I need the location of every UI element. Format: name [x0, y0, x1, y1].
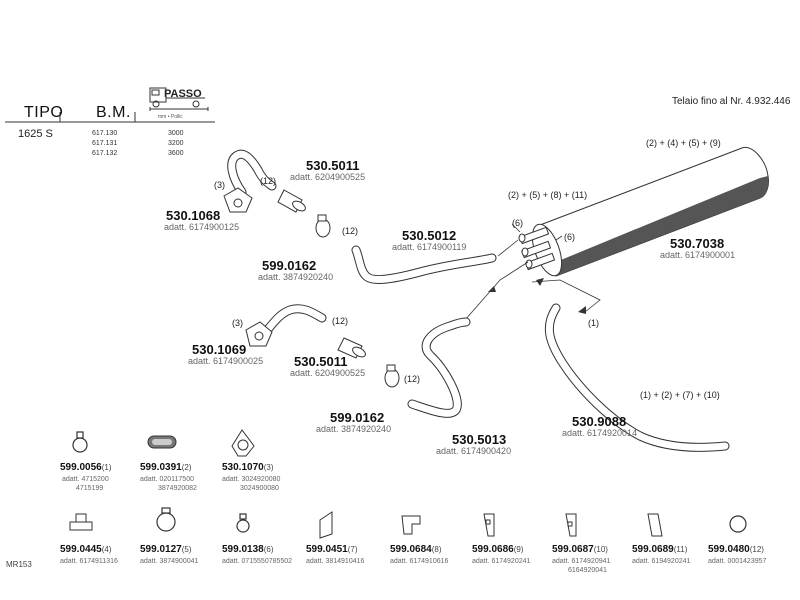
passo-value: 3200 [168, 140, 184, 147]
strap-bracket-b-icon [565, 513, 577, 537]
accessory-adatt: 3874920082 [158, 485, 197, 492]
part-number: 530.5013 [452, 432, 507, 447]
part-adatt: adatt. 3874920240 [258, 272, 334, 282]
passo-header: PASSO [164, 88, 202, 100]
callout: (12) [342, 226, 359, 236]
muffler-530-7038 [518, 146, 769, 277]
leader-lines [464, 223, 601, 321]
passo-value: 3000 [168, 130, 184, 137]
pipe-530-5013 [407, 317, 471, 418]
accessory-number: 599.0480(12) [708, 544, 764, 555]
flange-gasket-icon [231, 429, 255, 457]
tailpipe-530-9088 [544, 303, 730, 452]
part-adatt: adatt. 6174900119 [392, 242, 467, 252]
callout: (6) [564, 232, 575, 242]
accessory-adatt: adatt. 6194920241 [632, 558, 691, 565]
accessory-adatt: adatt. 6174920941 [552, 558, 611, 565]
accessory-number: 599.0127(5) [140, 544, 192, 555]
sleeve-530-5011-a [277, 189, 306, 213]
accessory-adatt: adatt. 3814910416 [306, 558, 365, 565]
accessory-number: 599.0686(9) [472, 544, 524, 555]
accessory-adatt: adatt. 0715550785502 [222, 558, 293, 565]
part-number: 530.5011 [294, 354, 348, 369]
part-adatt: adatt. 3874920240 [316, 424, 392, 434]
part-adatt: adatt. 6174920014 [562, 428, 638, 438]
accessory-adatt: 4715199 [76, 485, 104, 492]
part-number: 530.1069 [192, 342, 247, 357]
callout-combo: (1) + (2) + (7) + (10) [640, 390, 720, 400]
bracket-plate-icon [69, 513, 93, 531]
manifold-pipe-530-1068 [223, 149, 277, 213]
tipo-value: 1625 S [18, 128, 53, 140]
part-adatt: adatt. 6174900125 [164, 222, 240, 232]
part-number: 530.9088 [572, 414, 627, 429]
strap-bracket-a-icon [483, 513, 495, 537]
accessory-adatt: adatt. 3874900041 [140, 558, 199, 565]
callout: (12) [404, 374, 421, 384]
accessory-adatt: adatt. 020117500 [140, 476, 194, 483]
part-number: 530.7038 [670, 236, 725, 251]
callout-combo: (2) + (4) + (5) + (9) [646, 138, 721, 148]
part-adatt: adatt. 6174900420 [436, 446, 512, 456]
accessory-number: 599.0689(11) [632, 544, 688, 555]
bm-header: B.M. [96, 104, 131, 121]
part-number: 530.5012 [402, 228, 457, 243]
clamp-ring-large-icon [156, 507, 176, 532]
tipo-header: TIPO [24, 104, 64, 121]
passo-value: 3600 [168, 150, 184, 157]
clamp-ring-icon [72, 431, 88, 453]
bm-value: 617.130 [92, 130, 118, 137]
accessory-number: 599.0445(4) [60, 544, 112, 555]
accessory-adatt: adatt. 4715200 [62, 476, 109, 483]
hanger-bracket-icon [401, 515, 421, 535]
passo-subheader: mm • Pollic [158, 114, 183, 120]
accessory-adatt: adatt. 6174910616 [390, 558, 449, 565]
part-adatt: adatt. 6204900525 [290, 368, 366, 378]
part-adatt: adatt. 6204900525 [290, 172, 366, 182]
strap-bracket-c-icon [647, 513, 663, 537]
clamp-599-0162-b [384, 364, 400, 388]
accessory-adatt: adatt. 3024920080 [222, 476, 281, 483]
accessory-number: 599.0056(1) [60, 462, 112, 473]
bm-value: 617.131 [92, 140, 118, 147]
leader-arrow-icon [488, 278, 586, 314]
sleeve-530-5011-b [337, 337, 366, 359]
accessory-adatt: 6164920041 [568, 567, 607, 574]
pipe-530-5012 [351, 245, 497, 284]
accessory-number: 530.1070(3) [222, 462, 274, 473]
part-adatt: adatt. 6174900001 [660, 250, 736, 260]
gasket-pad-icon [147, 435, 177, 449]
accessory-number: 599.0138(6) [222, 544, 274, 555]
callout-combo: (2) + (5) + (8) + (11) [508, 190, 588, 200]
mount-bracket-icon [319, 511, 333, 539]
accessory-adatt: adatt. 6174920241 [472, 558, 531, 565]
clamp-ring-small-icon [236, 513, 250, 533]
callout: (12) [260, 176, 277, 186]
accessory-number: 599.0451(7) [306, 544, 358, 555]
callout: (12) [332, 316, 349, 326]
accessory-adatt: adatt. 0001423957 [708, 558, 767, 565]
callout: (1) [588, 318, 599, 328]
part-adatt: adatt. 6174900025 [188, 356, 264, 366]
bm-value: 617.132 [92, 150, 118, 157]
accessory-adatt: 3024900080 [240, 485, 279, 492]
part-number: 599.0162 [330, 410, 385, 425]
telaio-note: Telaio fino al Nr. 4.932.446 [672, 96, 791, 107]
truck-icon [149, 87, 209, 111]
part-number: 599.0162 [262, 258, 317, 273]
accessory-number: 599.0391(2) [140, 462, 192, 473]
drawing-code: MR153 [6, 560, 32, 569]
part-number: 530.1068 [166, 208, 221, 223]
callout: (3) [232, 318, 243, 328]
rubber-ring-icon [729, 515, 747, 533]
callout: (3) [214, 180, 225, 190]
accessory-number: 599.0687(10) [552, 544, 608, 555]
clamp-599-0162-a [315, 214, 331, 238]
accessory-number: 599.0684(8) [390, 544, 442, 555]
callout: (6) [512, 218, 523, 228]
part-number: 530.5011 [306, 158, 360, 173]
accessory-adatt: adatt. 6174911316 [60, 558, 118, 565]
manifold-pipe-530-1069 [245, 304, 327, 347]
